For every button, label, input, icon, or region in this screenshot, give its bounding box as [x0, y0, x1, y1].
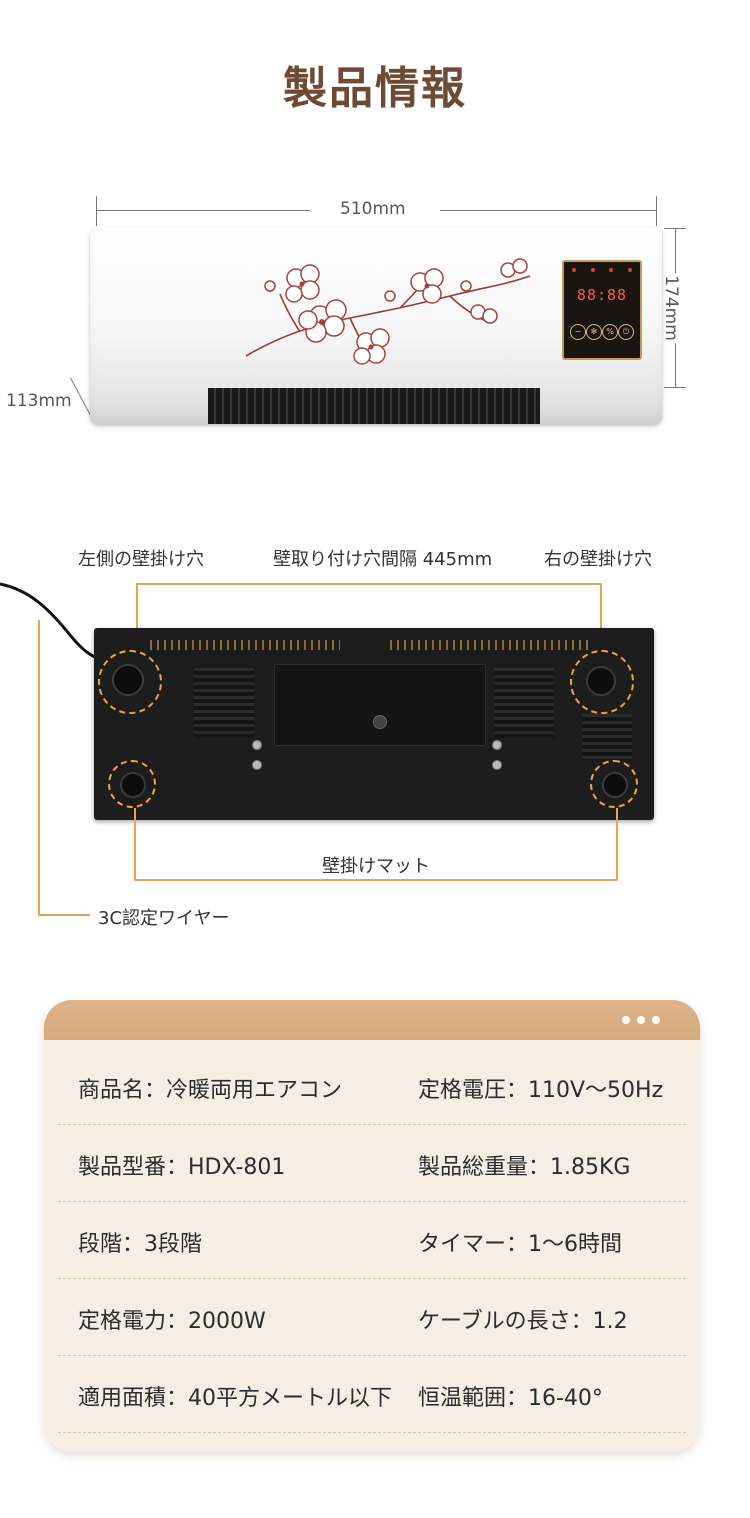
spec-rated-power: 定格電力：2000W — [78, 1309, 266, 1334]
spec-timer: タイマー：1～6時間 — [418, 1232, 622, 1257]
spec-card-header — [44, 1000, 700, 1040]
mat-bracket-bottom — [134, 879, 618, 881]
louver-right — [494, 668, 554, 738]
height-dimension-label: 174mm — [660, 273, 681, 343]
dot-1 — [622, 1016, 630, 1024]
left-mount-hole-label: 左側の壁掛け穴 — [78, 549, 204, 570]
screw-4 — [492, 760, 502, 770]
plum-blossom-decoration — [245, 258, 531, 365]
width-dimension-tick-left — [96, 196, 97, 226]
screw-2 — [252, 760, 262, 770]
page-title: 製品情報 — [283, 63, 467, 114]
width-dimension-label: 510mm — [340, 199, 406, 219]
spec-applicable-area: 適用面積：40平方メートル以下 — [78, 1386, 392, 1411]
spec-card: 商品名：冷暖両用エアコン 定格電圧：110V～50Hz 製品型番：HDX-801… — [44, 1000, 700, 1452]
more-dots-icon — [622, 1016, 660, 1024]
mat-bracket-left — [134, 808, 136, 880]
air-outlet-grille — [208, 388, 540, 424]
control-panel: 88:88 − ✻ % ⏻ — [562, 260, 642, 360]
louver-left — [194, 668, 254, 738]
right-wall-mat-highlight — [590, 760, 638, 808]
spec-row: 適用面積：40平方メートル以下 恒温範囲：16-40° — [58, 1356, 686, 1433]
spec-row: 段階：3段階 タイマー：1～6時間 — [58, 1202, 686, 1279]
wire-leader-horizontal — [38, 914, 90, 916]
indicator-lights — [572, 268, 632, 272]
power-icon: ⏻ — [618, 324, 634, 340]
spec-grid: 商品名：冷暖両用エアコン 定格電圧：110V～50Hz 製品型番：HDX-801… — [58, 1048, 686, 1433]
spec-total-weight: 製品総重量：1.85KG — [418, 1155, 631, 1180]
screw-3 — [492, 740, 502, 750]
dot-3 — [652, 1016, 660, 1024]
mount-hole-spacing-label: 壁取り付け穴間隔 445mm — [273, 549, 493, 570]
control-buttons: − ✻ % ⏻ — [570, 324, 634, 340]
spec-model-number: 製品型番：HDX-801 — [78, 1155, 286, 1180]
vent-strip-right — [390, 640, 590, 650]
spec-row: 製品型番：HDX-801 製品総重量：1.85KG — [58, 1125, 686, 1202]
right-mount-hole-highlight — [570, 650, 634, 714]
width-dimension-line-right — [440, 210, 656, 211]
wall-mat-label: 壁掛けマット — [322, 856, 430, 877]
minus-icon: − — [570, 324, 586, 340]
width-dimension-tick-right — [656, 196, 657, 226]
spec-temperature-range: 恒温範囲：16-40° — [418, 1386, 603, 1411]
digital-display: 88:88 — [576, 286, 628, 304]
air-conditioner-front: 88:88 − ✻ % ⏻ — [90, 228, 662, 424]
spacing-bracket-left — [136, 583, 138, 653]
center-mount-plate — [274, 664, 486, 746]
spec-cable-length: ケーブルの長さ：1.2 — [418, 1309, 628, 1334]
air-conditioner-back — [94, 628, 654, 820]
dot-2 — [637, 1016, 645, 1024]
width-dimension-line-left — [96, 210, 310, 211]
spec-row: 商品名：冷暖両用エアコン 定格電圧：110V～50Hz — [58, 1048, 686, 1125]
screw-1 — [252, 740, 262, 750]
spacing-bracket-right — [600, 583, 602, 653]
spec-row: 定格電力：2000W ケーブルの長さ：1.2 — [58, 1279, 686, 1356]
indicator-light-4 — [627, 268, 632, 272]
left-wall-mat-highlight — [108, 760, 156, 808]
mode-icon: % — [602, 324, 618, 340]
right-mount-hole-label: 右の壁掛け穴 — [544, 549, 652, 570]
vent-strip-left — [150, 640, 340, 650]
indicator-light-3 — [609, 268, 614, 272]
spec-rated-voltage: 定格電圧：110V～50Hz — [418, 1078, 664, 1103]
louver-far-right — [582, 714, 632, 760]
indicator-light-2 — [590, 268, 595, 272]
indicator-light-1 — [572, 268, 576, 272]
center-screw — [373, 715, 387, 729]
spacing-bracket-top — [136, 583, 602, 585]
depth-dimension-label: 113mm — [6, 391, 72, 411]
left-mount-hole-highlight — [98, 650, 162, 714]
wire-leader-vertical — [38, 620, 40, 916]
spec-product-name: 商品名：冷暖両用エアコン — [78, 1078, 343, 1103]
mat-bracket-right — [616, 808, 618, 880]
wire-label: 3C認定ワイヤー — [98, 908, 230, 929]
spec-levels: 段階：3段階 — [78, 1232, 202, 1257]
fan-icon: ✻ — [586, 324, 602, 340]
